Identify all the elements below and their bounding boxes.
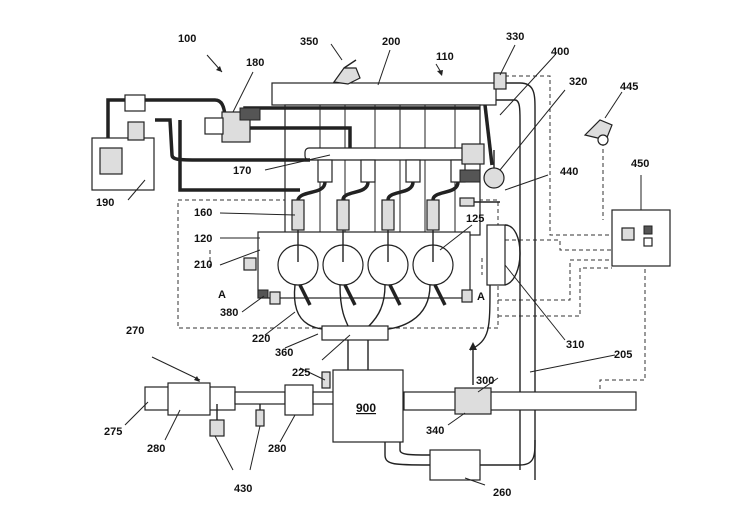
label-170: 170 bbox=[233, 165, 251, 177]
label-300: 300 bbox=[476, 375, 494, 387]
block-sensors bbox=[243, 257, 473, 305]
label-445: 445 bbox=[620, 81, 638, 93]
label-430: 430 bbox=[234, 483, 252, 495]
label-330: 330 bbox=[506, 31, 524, 43]
label-280-left: 280 bbox=[147, 443, 165, 455]
label-270: 270 bbox=[126, 325, 144, 337]
reference-numerals: 100 110 350 200 330 400 180 320 445 170 … bbox=[96, 31, 649, 499]
leader-lines bbox=[124, 43, 642, 486]
label-400: 400 bbox=[551, 46, 569, 58]
label-A-left: A bbox=[218, 289, 226, 301]
label-900: 900 bbox=[356, 401, 376, 415]
label-310: 310 bbox=[566, 339, 584, 351]
exhaust-sensors-430 bbox=[209, 371, 331, 437]
fuel-rail bbox=[304, 143, 485, 183]
label-275: 275 bbox=[104, 426, 122, 438]
label-340: 340 bbox=[426, 425, 444, 437]
label-380: 380 bbox=[220, 307, 238, 319]
turbocharger bbox=[469, 224, 521, 351]
dashed-wiring bbox=[177, 75, 646, 395]
egr-cooler bbox=[384, 439, 536, 481]
spark-plugs bbox=[298, 284, 447, 306]
label-260: 260 bbox=[493, 487, 511, 499]
label-160: 160 bbox=[194, 207, 212, 219]
label-200: 200 bbox=[382, 36, 400, 48]
control-unit bbox=[611, 209, 671, 267]
label-320: 320 bbox=[569, 76, 587, 88]
fill-cap bbox=[332, 59, 361, 85]
label-360: 360 bbox=[275, 347, 293, 359]
high-pressure-pump bbox=[204, 107, 261, 143]
label-220: 220 bbox=[252, 333, 270, 345]
label-280-right: 280 bbox=[268, 443, 286, 455]
fuel-tank bbox=[91, 94, 155, 191]
label-350: 350 bbox=[300, 36, 318, 48]
label-225: 225 bbox=[292, 367, 310, 379]
label-A-right: A bbox=[477, 291, 485, 303]
aftertreatment-box bbox=[332, 369, 404, 443]
label-125: 125 bbox=[466, 213, 484, 225]
egr-valve bbox=[454, 342, 492, 415]
label-110: 110 bbox=[436, 51, 454, 63]
label-190: 190 bbox=[96, 197, 114, 209]
label-210: 210 bbox=[194, 259, 212, 271]
exhaust-manifold bbox=[293, 284, 431, 370]
label-100: 100 bbox=[178, 33, 196, 45]
label-205: 205 bbox=[614, 349, 632, 361]
label-440: 440 bbox=[560, 166, 578, 178]
intake-pipe bbox=[459, 72, 536, 480]
accelerator-pedal bbox=[583, 119, 613, 146]
fuel-injectors bbox=[291, 181, 460, 262]
label-450: 450 bbox=[631, 158, 649, 170]
label-180: 180 bbox=[246, 57, 264, 69]
label-120: 120 bbox=[194, 233, 212, 245]
